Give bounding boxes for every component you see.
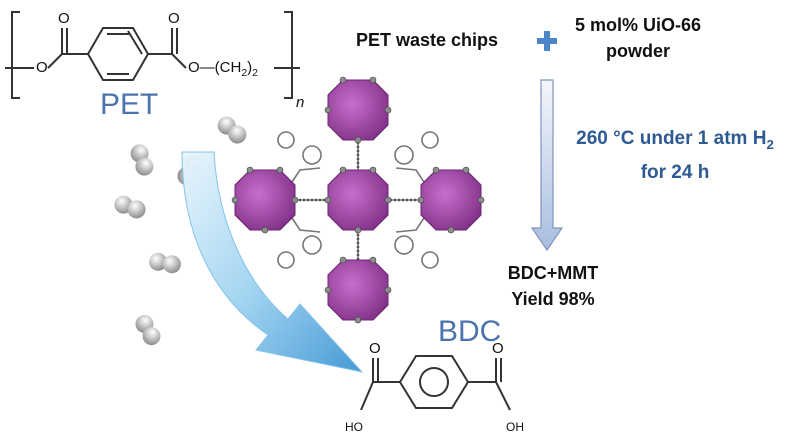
h2-molecule-icon	[135, 314, 161, 346]
bdc-atom-ho: HO	[345, 420, 363, 434]
bdc-bond	[360, 381, 374, 411]
bdc-atom-oh: OH	[506, 420, 524, 434]
zr-cluster	[420, 169, 482, 231]
zr-cluster	[327, 79, 389, 141]
pet-bond	[171, 53, 187, 69]
pet-bracket-left	[11, 11, 20, 99]
pet-atom-o-top-left: O	[58, 10, 70, 27]
bdc-label: BDC	[438, 315, 502, 348]
bdc-structure	[360, 355, 511, 411]
zr-cluster	[327, 169, 389, 231]
product-label: BDC+MMT Yield 98%	[507, 263, 599, 309]
pet-benzene-ring	[86, 27, 150, 81]
plus-icon	[537, 31, 557, 51]
pet-ring-double	[127, 30, 143, 55]
conversion-arrow	[181, 151, 364, 373]
condition-label: 260 °C under 1 atm H2 for 24 h	[576, 128, 774, 183]
reaction-arrow	[530, 79, 564, 252]
zr-clusters	[234, 79, 482, 321]
pet-atom-o-left: O	[36, 59, 48, 76]
pet-structure	[5, 11, 300, 99]
mof-chains	[295, 130, 420, 262]
pet-bond	[47, 53, 63, 69]
h2-molecule-icon	[217, 116, 247, 144]
pet-repeat-n: n	[296, 94, 305, 111]
pet-atom-o-top-right: O	[168, 10, 180, 27]
h2-molecule-icon	[130, 144, 154, 176]
zr-cluster	[234, 169, 296, 231]
bdc-aromatic-circle	[419, 367, 449, 397]
pet-bracket-right	[284, 11, 293, 99]
h2-molecule-icon	[149, 252, 181, 274]
bdc-bond	[495, 381, 511, 411]
bdc-atom-o-right: O	[492, 340, 504, 357]
uio66-framework	[231, 76, 485, 324]
bdc-atom-o-left: O	[369, 340, 381, 357]
pet-label: PET	[100, 88, 159, 121]
bdc-benzene-ring	[398, 355, 470, 409]
h2-molecule-icon	[114, 195, 146, 219]
zr-cluster	[327, 259, 389, 321]
catalyst-label: 5 mol% UiO-66 powder	[574, 15, 702, 61]
zr-atoms	[231, 76, 485, 324]
feed-label: PET waste chips	[356, 30, 499, 50]
pet-linker: O—(CH2)2	[188, 59, 259, 79]
